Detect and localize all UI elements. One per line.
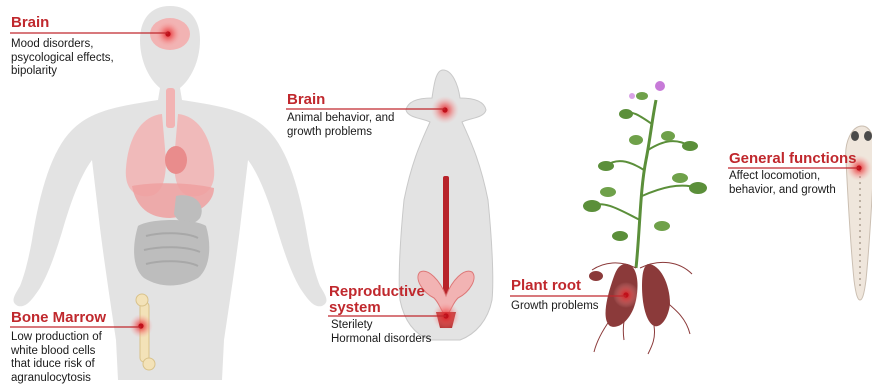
- reproductive-title-line: Reproductive: [329, 284, 425, 300]
- brain-marker-dot: [165, 31, 170, 36]
- fish-line: behavior, and growth: [729, 184, 836, 198]
- heart: [165, 146, 187, 174]
- reproductive-title: Reproductive system: [329, 284, 425, 316]
- leaf: [636, 92, 648, 100]
- reproductive-description: Sterilety Hormonal disorders: [331, 319, 431, 346]
- rat-brain-marker-dot: [442, 107, 447, 112]
- plant-root-marker-dot: [623, 292, 628, 297]
- bone-marrow-line: agranulocytosis: [11, 372, 102, 385]
- leaf: [600, 187, 616, 197]
- rat-brain-description: Animal behavior, and growth problems: [287, 112, 394, 139]
- zebrafish-eye-right: [864, 131, 872, 141]
- bone-marrow-line: white blood cells: [11, 345, 102, 359]
- leaf: [612, 231, 628, 241]
- human-brain-description: Mood disorders, psycological effects, bi…: [11, 38, 114, 79]
- flower: [629, 93, 635, 99]
- human-brain-line: psycological effects,: [11, 52, 114, 66]
- storage-root-right: [642, 264, 670, 326]
- rat-brain-title: Brain: [287, 92, 325, 108]
- bone-marrow-line: that iduce risk of: [11, 358, 102, 372]
- zebrafish-eye-left: [851, 131, 859, 141]
- leaf: [672, 173, 688, 183]
- leaf: [583, 200, 601, 212]
- storage-root-small: [589, 271, 603, 281]
- bone-marrow-line: Low production of: [11, 331, 102, 345]
- fish-title: General functions: [729, 151, 857, 167]
- leaf: [661, 131, 675, 141]
- bone-marrow-title: Bone Marrow: [11, 310, 106, 326]
- leaf: [598, 161, 614, 171]
- plant-figure: [583, 81, 707, 354]
- reproductive-line: Sterilety: [331, 319, 431, 333]
- fish-description: Affect locomotion, behavior, and growth: [729, 170, 836, 197]
- leaf: [619, 109, 633, 119]
- rat-brain-line: Animal behavior, and: [287, 112, 394, 126]
- human-brain-title: Brain: [11, 15, 49, 31]
- fish-line: Affect locomotion,: [729, 170, 836, 184]
- human-brain-line: bipolarity: [11, 65, 114, 79]
- leaf: [689, 182, 707, 194]
- trachea: [166, 88, 175, 128]
- leaf: [682, 141, 698, 151]
- leaf: [654, 221, 670, 231]
- plant-root-title: Plant root: [511, 278, 581, 294]
- reproductive-line: Hormonal disorders: [331, 333, 431, 347]
- leaf: [629, 135, 643, 145]
- plant-root-line: Growth problems: [511, 300, 599, 314]
- reproductive-title-line: system: [329, 300, 425, 316]
- bone-marrow-marker-dot: [138, 323, 143, 328]
- plant-root-description: Growth problems: [511, 300, 599, 314]
- human-brain-line: Mood disorders,: [11, 38, 114, 52]
- flower: [655, 81, 665, 91]
- bone-marrow-description: Low production of white blood cells that…: [11, 331, 102, 385]
- intestines: [134, 220, 209, 286]
- spinal-cord: [443, 176, 449, 296]
- rat-brain-line: growth problems: [287, 126, 394, 140]
- plant-stem: [636, 100, 656, 268]
